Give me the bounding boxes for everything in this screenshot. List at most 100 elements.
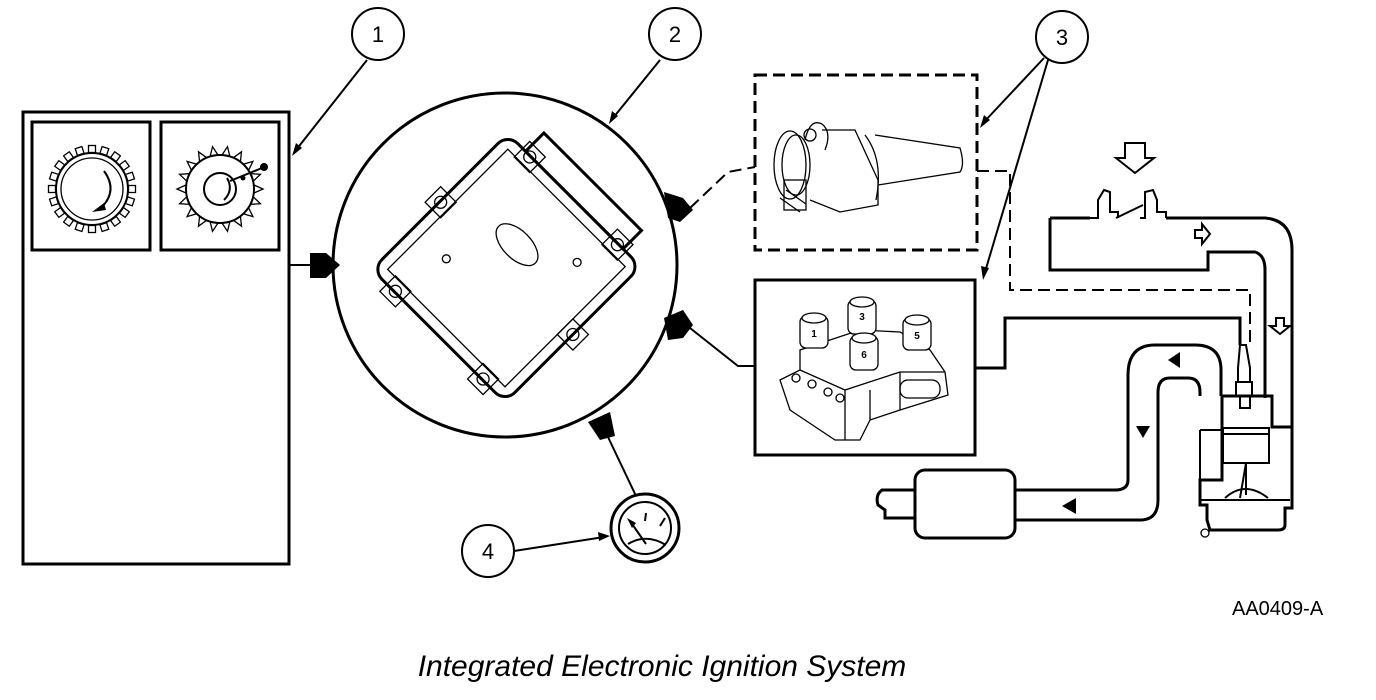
callout-1: 1 [292, 7, 405, 156]
trigger-tooth [242, 160, 255, 172]
reluctor-tooth [74, 145, 85, 157]
trigger-tooth [178, 195, 191, 206]
cmp-dashed-route [977, 170, 1251, 345]
trigger-tooth [249, 195, 262, 206]
tachometer-gauge [607, 436, 681, 564]
engine-schematic [875, 142, 1294, 540]
intake-air-arrow-icon [1113, 142, 1157, 175]
sensor-panel-frame [21, 110, 291, 566]
exhaust-pipe [1015, 343, 1223, 522]
reluctor-tooth [53, 159, 66, 172]
leader-arrowhead-icon [609, 111, 618, 124]
reluctor-tooth [47, 184, 57, 194]
pcm-magnifier-circle [331, 91, 679, 439]
callout-number: 4 [482, 539, 494, 564]
camshaft-sensor [689, 73, 1251, 345]
trigger-tooth [197, 150, 208, 163]
trigger-tooth [249, 172, 262, 183]
callout-number: 3 [1056, 25, 1068, 50]
leader-arrowhead-icon [980, 115, 990, 128]
reluctor-wheel-box [30, 120, 152, 252]
trigger-wheel-icon [175, 145, 268, 233]
reluctor-tooth [53, 206, 66, 219]
trigger-tooth [232, 215, 243, 228]
trigger-tooth [175, 183, 187, 195]
coil-terminal-label: 6 [861, 350, 867, 361]
coil-terminal-label: 1 [811, 329, 817, 340]
throttle-body-icon [1090, 188, 1119, 219]
trigger-tooth [220, 220, 231, 233]
powertrain-control-module [331, 91, 693, 440]
camshaft-sensor-icon [773, 122, 964, 213]
trigger-tooth [209, 145, 220, 158]
figure-id-label: AA0409-A [1232, 598, 1324, 620]
trigger-wheel-box [159, 120, 281, 252]
reluctor-tooth [87, 144, 97, 154]
coil-pack-icon [779, 296, 949, 441]
cmp-signal-line [689, 166, 756, 209]
callout-circle [648, 7, 702, 61]
reluctor-tooth [87, 224, 97, 234]
pcm-housing-icon [376, 130, 644, 399]
trigger-tooth [185, 160, 198, 172]
trigger-tooth [242, 206, 255, 218]
output-arrow-icon [588, 412, 615, 440]
reluctor-tooth [99, 221, 110, 233]
airflow-arrow-icon [1194, 221, 1212, 247]
reluctor-tooth [124, 171, 136, 182]
exhaust-flow-arrow-icon [1168, 352, 1180, 368]
reluctor-tooth [109, 150, 122, 163]
reluctor-tooth [118, 206, 131, 219]
gauge-bezel [609, 492, 681, 564]
spark-plug-icon [1235, 344, 1253, 409]
signal-arrow-icon [310, 253, 340, 278]
figure-caption: Integrated Electronic Ignition System [417, 650, 907, 683]
callout-3: 3 [980, 10, 1089, 280]
tach-signal-line [607, 436, 637, 497]
tailpipe [875, 488, 915, 520]
trigger-tooth [253, 183, 265, 195]
leader-arrowhead-icon [981, 266, 989, 280]
reluctor-tooth [48, 171, 60, 182]
reluctor-tooth [118, 159, 131, 172]
trigger-tooth [220, 145, 231, 158]
leader-arrowhead-icon [598, 532, 610, 541]
engine-cylinder-icon [1198, 394, 1294, 532]
coil-signal-line [689, 327, 755, 367]
callout-4: 4 [461, 524, 610, 578]
gauge-face [618, 501, 672, 555]
callout-number: 2 [669, 22, 681, 47]
reluctor-tooth [124, 196, 136, 207]
exhaust-flow-arrow-icon [1136, 426, 1150, 438]
coil-terminal-label: 5 [914, 331, 920, 342]
trigger-tooth [232, 150, 243, 163]
reluctor-tooth [48, 196, 60, 207]
leader-arrowhead-icon [292, 143, 302, 156]
reluctor-wheel-icon [47, 144, 137, 234]
muffler-icon [913, 468, 1017, 540]
trigger-tooth [209, 220, 220, 233]
callout-2: 2 [609, 7, 702, 124]
reluctor-tooth [62, 215, 75, 228]
exhaust-flow-arrow-icon [1062, 498, 1076, 514]
callout-circle [351, 7, 405, 61]
trigger-tooth [185, 206, 198, 218]
trigger-tooth [197, 215, 208, 228]
airflow-arrow-icon [1267, 317, 1293, 336]
reluctor-tooth [62, 150, 75, 163]
output-arrow-icon [664, 310, 693, 340]
reluctor-tooth [109, 215, 122, 228]
intake-duct [1050, 216, 1294, 500]
reluctor-tooth [99, 145, 110, 157]
ignition-coil-pack: 1 3 5 6 [689, 278, 1242, 457]
camshaft-sensor-box [753, 73, 979, 252]
coil-terminal-label: 3 [859, 312, 865, 323]
callout-circle [1035, 10, 1089, 64]
output-arrow-icon [664, 192, 693, 222]
trigger-tooth [178, 172, 191, 183]
reluctor-tooth [127, 184, 137, 194]
callout-number: 1 [372, 22, 384, 47]
sensor-panel [21, 110, 340, 566]
coil-to-plug-wire [975, 316, 1242, 370]
